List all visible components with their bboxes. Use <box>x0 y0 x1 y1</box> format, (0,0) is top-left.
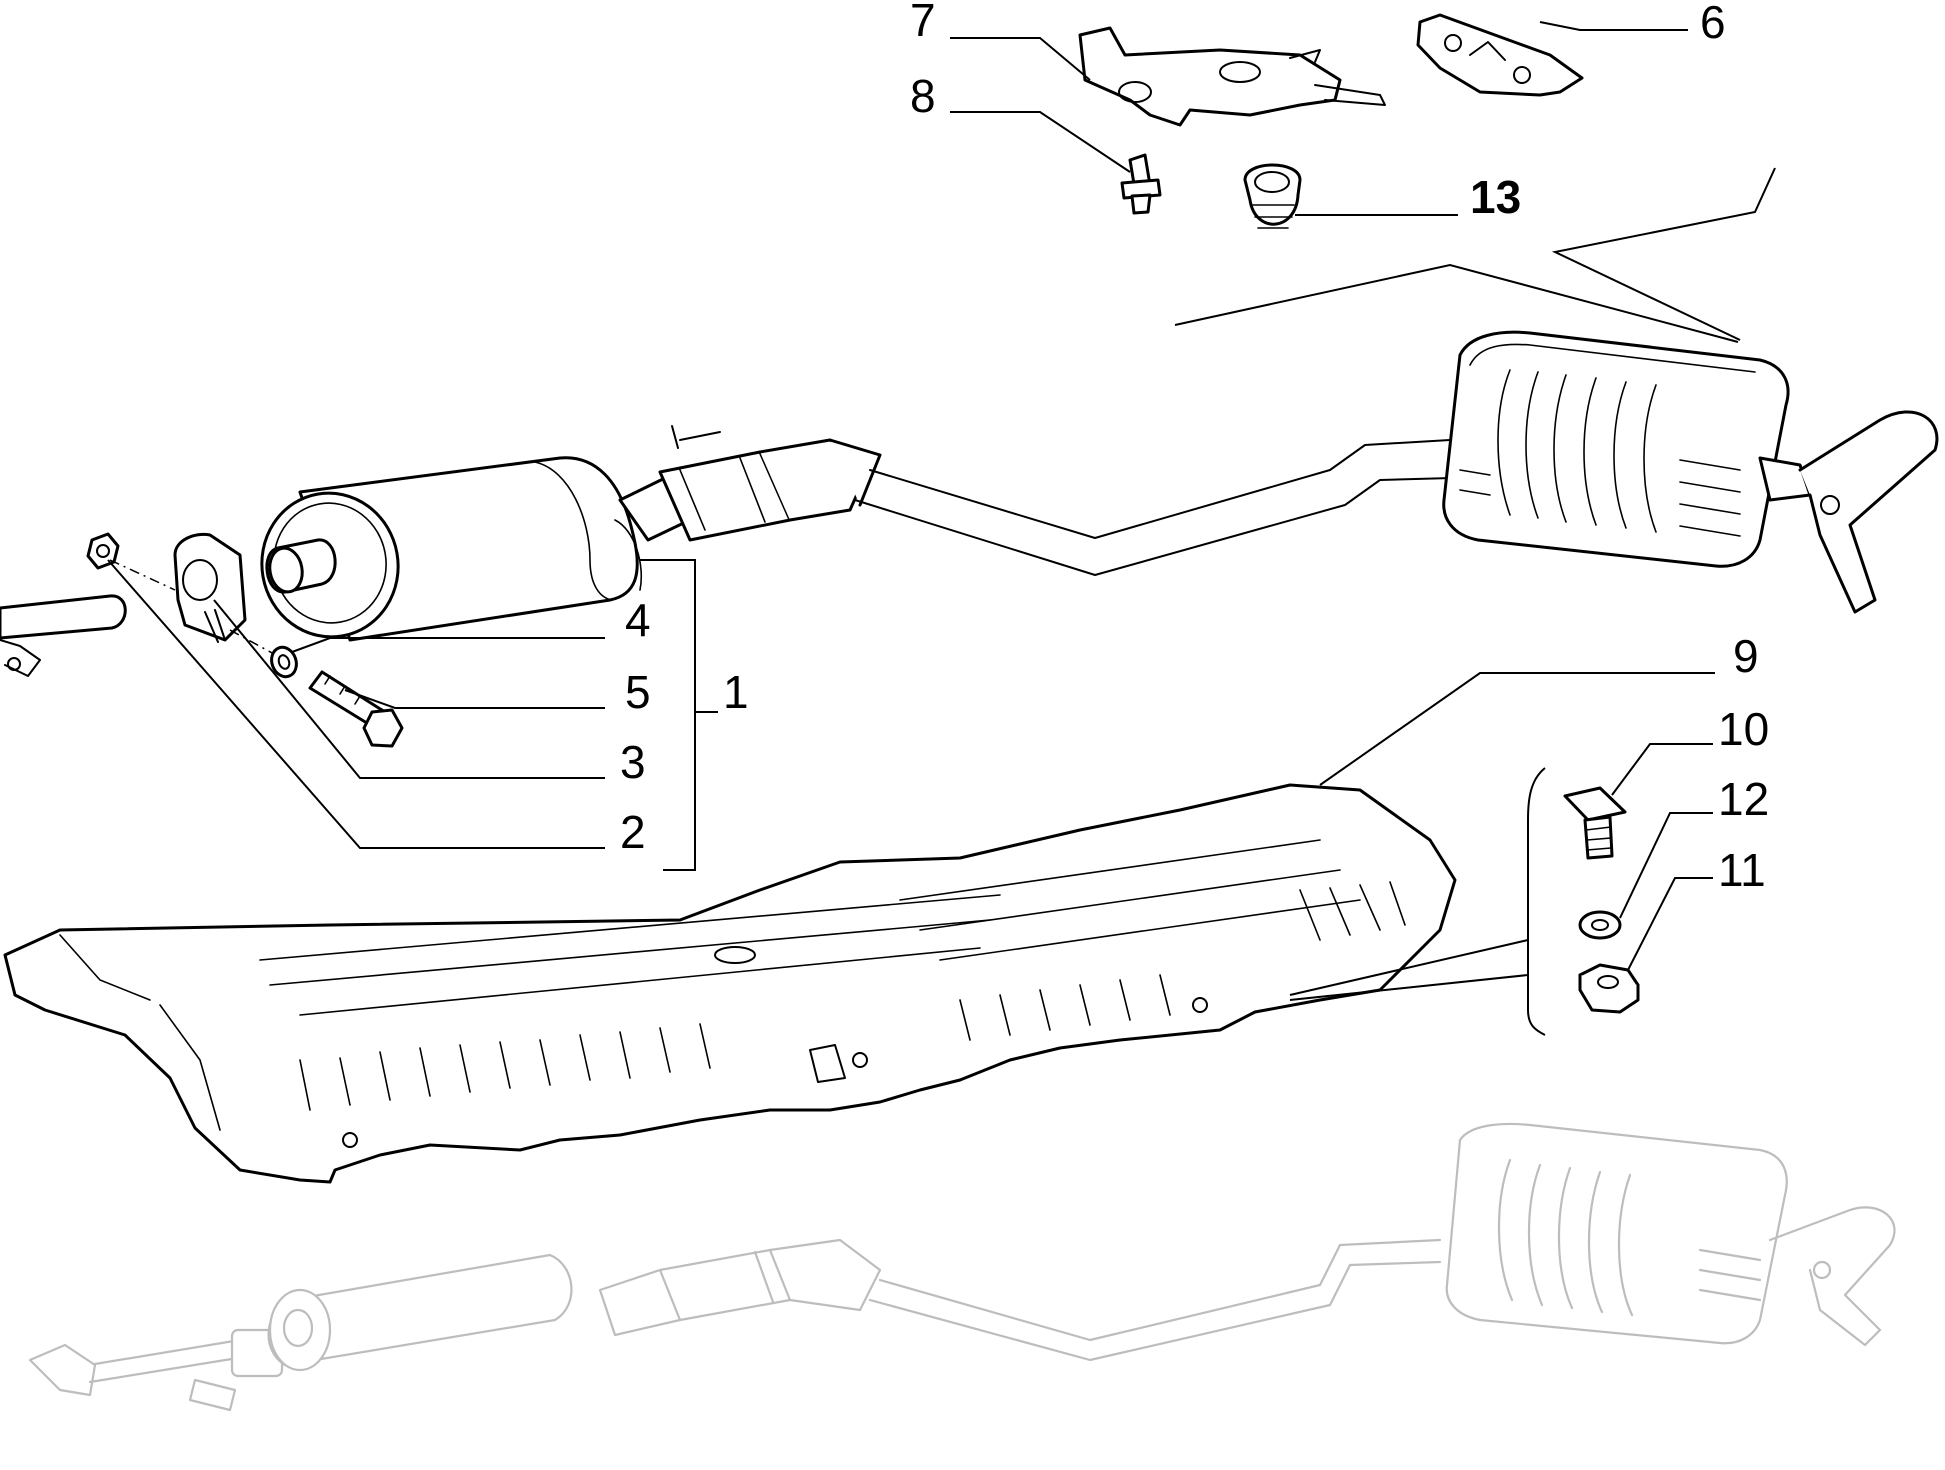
washer-part-12 <box>1578 910 1622 940</box>
clamp-bracket-part-3 <box>173 532 247 643</box>
exhaust-assembly <box>0 330 1939 677</box>
callout-labels: 1 2 3 4 5 6 7 8 9 10 11 12 13 <box>620 0 1769 896</box>
callout-3: 3 <box>620 736 646 788</box>
grommet-part-13 <box>1243 163 1302 229</box>
callout-11: 11 <box>1718 844 1766 896</box>
nut-part-11 <box>1578 963 1640 1014</box>
rubber-hanger-part-6 <box>1416 13 1584 97</box>
ghost-assembly <box>28 1122 1896 1412</box>
callout-12: 12 <box>1718 773 1769 825</box>
bolt-part-5 <box>308 670 404 748</box>
nut-part-2 <box>86 532 120 570</box>
callout-1: 1 <box>723 666 749 718</box>
washer-part-4 <box>270 645 298 679</box>
leader-lines <box>107 21 1776 1036</box>
callout-10: 10 <box>1718 703 1769 755</box>
heat-shield <box>3 783 1457 1184</box>
callout-5: 5 <box>625 666 651 718</box>
callout-4: 4 <box>625 594 651 646</box>
callout-8: 8 <box>910 70 936 122</box>
callout-2: 2 <box>620 806 646 858</box>
callout-9: 9 <box>1733 630 1759 682</box>
callout-6: 6 <box>1700 0 1726 48</box>
screw-part-8 <box>1120 153 1162 215</box>
callout-13: 13 <box>1470 171 1521 223</box>
mounting-bracket-part-7 <box>1078 26 1386 127</box>
callout-7: 7 <box>910 0 936 46</box>
clip-bolt-part-10 <box>1563 786 1627 860</box>
